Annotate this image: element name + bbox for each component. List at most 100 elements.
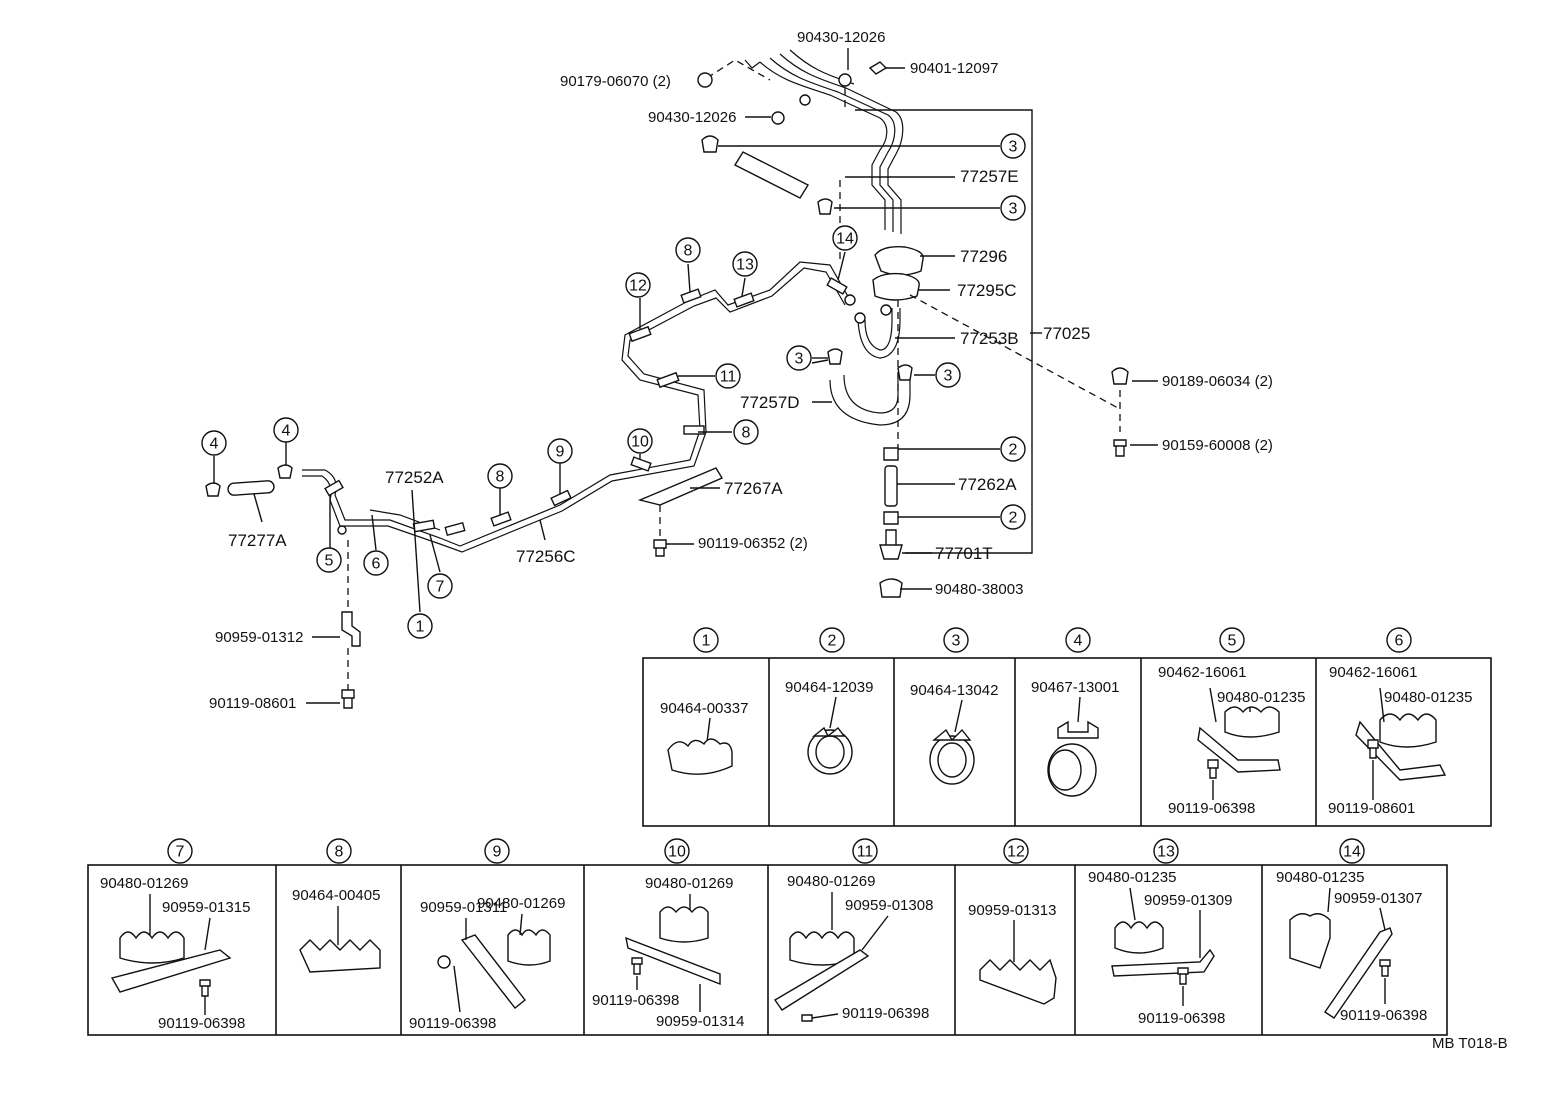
clip-90189-icon	[1111, 367, 1129, 385]
callout-8c: 8	[487, 463, 513, 489]
svg-text:3: 3	[795, 351, 804, 368]
clamp-90480-01269-icon	[119, 931, 185, 964]
svg-text:13: 13	[1157, 844, 1175, 861]
detail-table-bottom: 7 8 9 10 11 12 13 14 90480-01269 90959-0…	[87, 838, 1448, 1036]
bracket-90959-01315-icon	[110, 949, 232, 993]
upper-pipe-bundle	[744, 49, 904, 234]
clamp-90480-01235c-icon	[1114, 921, 1164, 954]
clip-4a-icon	[205, 482, 221, 497]
svg-text:7: 7	[436, 579, 445, 596]
detail-5-part-0: 90462-16061	[1158, 664, 1246, 681]
clip-2a-icon	[883, 447, 899, 461]
detail-10-part-1: 90119-06398	[592, 992, 679, 1009]
detail-6-part-0: 90462-16061	[1329, 664, 1417, 681]
tube-77277A-icon	[227, 480, 275, 496]
label-90179-06070: 90179-06070 (2)	[560, 73, 671, 90]
svg-text:6: 6	[372, 556, 381, 573]
detail-6-part-1: 90480-01235	[1384, 689, 1472, 706]
svg-text:4: 4	[282, 423, 291, 440]
svg-text:8: 8	[684, 243, 693, 260]
svg-text:4: 4	[1074, 633, 1083, 650]
svg-text:11: 11	[720, 369, 737, 386]
label-90430-12026-mid: 90430-12026	[648, 109, 736, 126]
clip-3a-icon	[701, 135, 719, 153]
bracket-77025	[855, 109, 1033, 554]
callout-8b: 8	[733, 419, 759, 445]
label-90159-60008: 90159-60008 (2)	[1162, 437, 1273, 454]
clip-3d-icon	[897, 364, 913, 381]
svg-text:3: 3	[1009, 139, 1018, 156]
detail-header-6: 6	[1386, 627, 1412, 653]
label-77296: 77296	[960, 247, 1007, 266]
clamp-90959-01313-icon	[979, 958, 1057, 1005]
label-77277A: 77277A	[228, 531, 287, 550]
bracket-90959-01307-icon	[1324, 927, 1393, 1019]
clip-90467-13001-icon	[1057, 720, 1099, 739]
label-90401-12097: 90401-12097	[910, 60, 998, 77]
detail-14-part-0: 90480-01235	[1276, 869, 1364, 886]
label-77025: 77025	[1043, 324, 1090, 343]
svg-text:14: 14	[836, 231, 854, 248]
clip-3c-icon	[827, 348, 843, 365]
bolt-90119-08601-icon	[341, 689, 355, 709]
bracket-90959-01314-icon	[625, 936, 721, 986]
label-77252A: 77252A	[385, 468, 444, 487]
svg-text:12: 12	[1007, 844, 1025, 861]
svg-text:2: 2	[1009, 442, 1018, 459]
detail-table-top: 1 2 3 4 5 6 90464-00337 90464-12039 9046…	[642, 627, 1492, 827]
detail-header-1: 1	[693, 627, 719, 653]
bolt-90401-icon	[868, 61, 888, 75]
nut-90179-icon	[697, 72, 713, 88]
callout-6: 6	[363, 550, 389, 576]
detail-9-part-1: 90480-01269	[477, 895, 565, 912]
svg-text:8: 8	[335, 844, 344, 861]
detail-header-12: 12	[1003, 838, 1029, 864]
svg-text:5: 5	[1228, 633, 1237, 650]
callout-8a: 8	[675, 237, 701, 263]
svg-text:1: 1	[416, 619, 425, 636]
washer-90430-top-icon	[838, 73, 852, 87]
detail-13-part-1: 90959-01309	[1144, 892, 1232, 909]
svg-text:3: 3	[1009, 201, 1018, 218]
canister-77295C-icon	[872, 272, 920, 301]
washer-90430-mid-icon	[771, 111, 785, 125]
svg-text:6: 6	[1395, 633, 1404, 650]
detail-header-11: 11	[852, 838, 878, 864]
detail-header-9: 9	[484, 838, 510, 864]
clamp-90464-00405-icon	[299, 939, 381, 973]
clamp-90480-01269c-icon	[659, 906, 709, 943]
detail-header-8: 8	[326, 838, 352, 864]
label-77257E: 77257E	[960, 167, 1019, 186]
bracket-90959-01312-icon	[341, 611, 361, 647]
callout-7: 7	[427, 573, 453, 599]
detail-10-part-0: 90480-01269	[645, 875, 733, 892]
clip-4b-icon	[277, 464, 293, 479]
detail-14-part-2: 90119-06398	[1340, 1007, 1427, 1024]
label-77253B: 77253B	[960, 329, 1019, 348]
detail-1-part-0: 90464-00337	[660, 700, 748, 717]
detail-12-part-0: 90959-01313	[968, 902, 1056, 919]
detail-header-4: 4	[1065, 627, 1091, 653]
callout-2b: 2	[1000, 504, 1026, 530]
detail-header-2: 2	[819, 627, 845, 653]
screw-90119-06352-icon	[653, 539, 667, 557]
bracket-90959-01308-icon	[773, 949, 870, 1011]
detail-header-5: 5	[1219, 627, 1245, 653]
clamp-90480-01235d-icon	[1289, 913, 1331, 969]
clip-3b-icon	[817, 198, 833, 215]
footer-code: MB T018-B	[1432, 1035, 1508, 1052]
detail-header-3: 3	[943, 627, 969, 653]
svg-text:7: 7	[176, 844, 185, 861]
label-77262A: 77262A	[958, 475, 1017, 494]
callout-4a: 4	[201, 430, 227, 456]
detail-5-part-1: 90480-01235	[1217, 689, 1305, 706]
label-77257D: 77257D	[740, 393, 800, 412]
detail-header-14: 14	[1339, 838, 1365, 864]
detail-7-part-0: 90480-01269	[100, 875, 188, 892]
detail-6-part-2: 90119-08601	[1328, 800, 1415, 817]
label-77701T: 77701T	[935, 544, 993, 563]
bracket-90959-01309-icon	[1111, 948, 1215, 977]
callout-11: 11	[715, 363, 741, 389]
callout-5: 5	[316, 547, 342, 573]
clamp-90480-01269b-icon	[507, 929, 551, 966]
